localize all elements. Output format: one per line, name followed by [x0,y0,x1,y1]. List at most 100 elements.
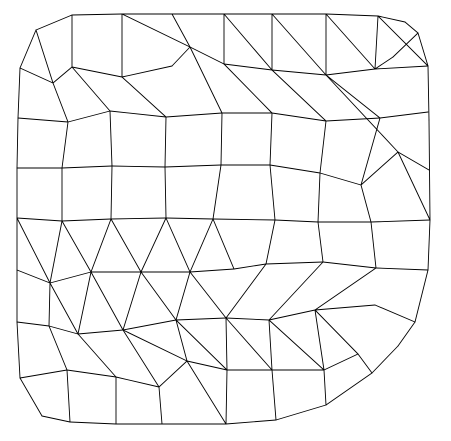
mesh-edge [158,386,163,425]
mesh-edge [52,66,73,84]
mesh-edge [17,117,69,123]
mesh-edge [19,67,54,84]
mesh-edge [35,29,54,84]
mesh-edge [225,369,228,425]
mesh-edge [274,219,319,223]
mesh-edge [370,221,377,269]
mesh-edge [268,261,324,321]
mesh-edge [71,66,123,78]
mesh-edge [225,317,273,371]
mesh-edge [377,15,429,67]
mesh-edge [175,317,227,321]
mesh-edge [121,76,167,118]
mesh-edge [223,63,273,71]
mesh-boundary-edge [414,269,429,323]
mesh-edge [48,325,68,371]
mesh-edge [49,220,63,284]
mesh-edge [268,319,325,371]
mesh-edge [121,65,173,78]
mesh-edge [61,218,112,222]
mesh-edge [140,271,177,321]
mesh-edge [314,309,359,355]
mesh-edge [66,369,71,423]
mesh-edge [374,65,429,70]
mesh-edge [225,317,228,371]
mesh-edge [271,112,327,122]
mesh-edge [271,369,277,421]
mesh-edge [314,309,325,371]
mesh-edge [360,151,399,186]
mesh-edge [171,13,191,48]
mesh-edge [271,69,327,122]
mesh-edge [90,271,124,331]
mesh-boundary-edge [417,32,429,67]
mesh-edge [158,360,188,388]
mesh-boundary-edge [428,119,431,221]
mesh-edge [61,220,92,273]
mesh-edge [317,221,324,263]
mesh-edge [397,151,431,221]
mesh-edge [48,282,51,327]
mesh-edge [323,369,327,406]
mesh-edge [268,319,273,371]
mesh-edge [164,166,167,219]
mesh-edge [212,218,235,270]
mesh-edge [165,217,214,220]
mesh-edge [269,164,321,174]
mesh-boundary-edge [35,14,73,31]
mesh-boundary-edge [16,117,19,169]
mesh-edge [61,121,69,169]
mesh-edge [90,218,112,273]
mesh-edge [269,164,276,221]
mesh-edge [314,304,376,311]
mesh-edge [392,32,419,58]
mesh-edge [379,111,429,119]
mesh-edge [16,217,63,222]
mesh-edge [360,184,372,223]
mesh-edge [189,271,227,319]
mesh-edge [115,376,160,388]
mesh-edge [220,112,223,166]
mesh-edge [49,271,92,284]
mesh-edge [374,56,394,70]
mesh-edge [317,172,321,223]
mesh-edge [67,110,111,123]
mesh-edge [66,369,117,378]
mesh-edge [165,217,191,273]
mesh-edge [189,46,225,65]
mesh-edge [322,261,377,269]
mesh-edge [122,271,142,331]
mesh-boundary-edge [19,29,37,69]
mesh-edge [110,165,113,220]
mesh-edge [186,360,228,371]
mesh-boundary-edge [404,21,419,34]
mesh-boundary-edge [325,13,379,17]
mesh-edge [71,66,111,112]
mesh-edge [122,319,177,331]
mesh-boundary-edge [16,321,21,379]
mesh-edge [49,282,79,335]
mesh-edge [271,13,327,76]
mesh-edge [122,329,188,362]
mesh-edge [225,317,270,321]
mesh-edge [16,321,50,327]
mesh-boundary-edge [427,219,431,271]
mesh-boundary-edge [371,345,399,374]
mesh-boundary-edge [397,321,416,347]
mesh-edge [171,46,191,67]
mesh-edge [223,63,273,114]
mesh-edge [164,116,167,168]
mesh-edge [370,219,431,223]
mesh-boundary-edge [377,15,406,23]
mesh-boundary-edge [69,421,117,425]
mesh-edge [165,112,223,118]
mesh-edge [109,110,167,118]
mesh-edge [319,120,327,174]
mesh-boundary-edge [19,377,43,417]
mesh-edge [325,117,381,122]
mesh-boundary-edge [325,372,373,406]
mesh-edge [189,268,235,273]
mesh-edge [314,267,377,311]
mesh-boundary-edge [71,13,123,16]
mesh-boundary-edge [225,419,277,425]
